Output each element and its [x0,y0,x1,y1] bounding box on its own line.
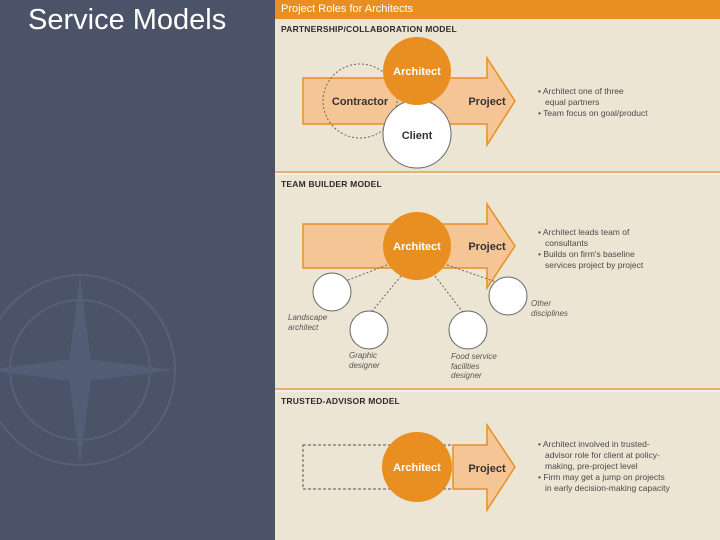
project-label-2: Project [468,241,506,253]
model-diagrams: Architect Contractor Client Project Arch… [302,37,528,513]
architect-label-3: Architect [393,462,441,474]
landscape-circle [312,272,352,312]
model-title-trusted-advisor: TRUSTED-ADVISOR MODEL [281,396,400,406]
project-label-3: Project [468,463,506,475]
food-service-label: Food service facilities designer [451,352,497,380]
arrow-trusted-advisor [452,422,516,513]
other-disciplines-label: Other disciplines [531,299,568,318]
project-label-1: Project [468,96,506,108]
compass-watermark [0,274,176,466]
architect-circle-2 [383,212,451,280]
architect-circle-1 [383,37,451,105]
food-service-circle [448,310,488,350]
contractor-label: Contractor [332,96,389,108]
dashed-frame [302,444,461,490]
model-title-partnership: PARTNERSHIP/COLLABORATION MODEL [281,24,457,34]
landscape-architect-label: Landscape architect [288,313,328,332]
divider-1 [275,171,720,173]
client-label: Client [402,130,433,142]
graphic-designer-label: Graphic designer [349,351,380,370]
bullets-partnership: • Architect one of three equal partners … [538,86,648,118]
model-title-team-builder: TEAM BUILDER MODEL [281,179,382,189]
graphic-circle [349,310,389,350]
figure-panel: Project Roles for Architects PARTNERSHIP… [275,0,720,540]
bullets-trusted-advisor: • Architect involved in trusted- advisor… [538,439,670,493]
slide-title: Service Models [28,4,227,36]
divider-2 [275,388,720,390]
architect-label-2: Architect [393,241,441,253]
contractor-circle [322,63,398,139]
architect-label-1: Architect [393,66,441,78]
other-circle [488,276,528,316]
architect-circle-3 [382,432,452,502]
figure-header: Project Roles for Architects [275,0,720,19]
bullets-team-builder: • Architect leads team of consultants • … [538,227,644,270]
